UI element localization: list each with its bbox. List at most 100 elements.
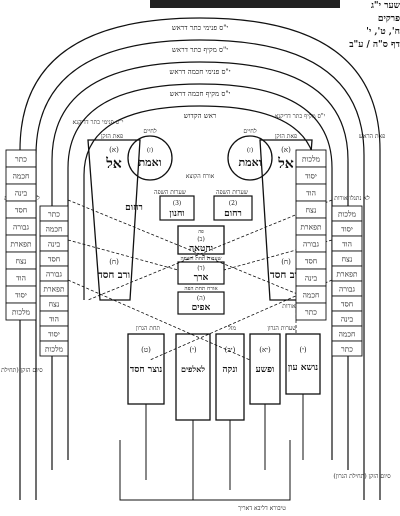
lower-box-2-num: (י)	[189, 346, 197, 354]
lower-box-3-name: ונקה	[222, 365, 237, 375]
lower-box-5-num: (י)	[299, 346, 307, 354]
left-inner-label-1: חכמה	[46, 225, 63, 234]
arch-label-keter-panim: י"ס פנימי כתר דראש	[172, 24, 229, 32]
header-block: שער י"ג פרקים ח', ט', י' דף ס"ה / ע"ב	[340, 0, 400, 52]
left-cheek-num2: (ח)	[109, 258, 119, 266]
left-top-label: י"ס פנימי כתר דדיקנא	[73, 119, 124, 126]
se-right-label: שערות השפה	[216, 189, 249, 196]
b2-num: (2)	[229, 200, 238, 207]
b4-name: וחטאה	[189, 244, 213, 254]
left-cheek-header: פאת הזקן	[101, 133, 123, 140]
right-inner-label-0: מלכות	[302, 155, 321, 164]
left-inner-label-0: כתר	[48, 210, 60, 219]
right-cheek-name2: ורב חסד	[270, 270, 302, 281]
right-outer-label-6: חסד	[341, 300, 353, 309]
orech2-label: אורח תחת הפה	[184, 286, 218, 292]
arch-4	[67, 83, 333, 460]
right-inner-label-4: תפארת	[300, 223, 322, 232]
b6-box	[177, 291, 225, 315]
right-cheek-name: אל	[277, 156, 294, 172]
right-inner-label-6: חסד	[305, 257, 317, 266]
left-cheek-num: (א)	[109, 146, 119, 154]
arch-label-keter-makif: י"ס מקיף כתר דראש	[172, 46, 228, 54]
b6-name: אפים	[192, 303, 211, 313]
left-rachum: רחום	[125, 203, 143, 213]
left-outer-label-3: חסד	[15, 206, 27, 215]
lower-box-4-num: (יא)	[259, 346, 271, 354]
peat-harosh-label: פאת הראש	[359, 133, 386, 140]
lower-box-1-num: (ט)	[141, 346, 151, 354]
right-cheek-num: (א)	[281, 146, 291, 154]
top-banner	[150, 0, 340, 8]
lower-box-2-name: לאלפים	[181, 364, 205, 374]
peh-label: פה	[198, 229, 204, 235]
left-outer-label-6: נצח	[16, 257, 27, 266]
right-inner-label-7: בינה	[305, 274, 318, 283]
lower-box-4-name: ופשע	[256, 365, 275, 375]
left-inner-cell-9	[39, 340, 69, 357]
left-circle-num: (ז)	[147, 147, 153, 154]
garon-label: תחת הגרון	[136, 325, 161, 332]
arch-label-chochma-makif: י"ס מקיף חכמה דראש	[170, 90, 231, 98]
b5-name: ארך	[194, 273, 209, 283]
header-line-4: דף ס"ה / ע"ב	[349, 40, 400, 50]
orech-label: אורח הקוצא	[186, 173, 215, 180]
arch-outer	[19, 17, 381, 500]
left-inner-label-6: נצח	[49, 300, 60, 309]
left-inner-label-2: בינה	[48, 240, 61, 249]
left-outer-label-8: יסוד	[15, 291, 27, 300]
right-top-label: י"ס מקיף כתר דדיקנא	[275, 113, 326, 120]
b2-name: רחום	[224, 209, 242, 219]
se-left-label: שערות השפה	[154, 189, 187, 196]
right-cheek-num2: (ח)	[281, 258, 291, 266]
right-circle-top: לחיים	[243, 128, 256, 135]
right-cheek-header: פאת הזקן	[275, 133, 297, 140]
lower-box-3-num: (יב)	[225, 346, 236, 354]
left-circle-name: ואמת	[138, 156, 161, 169]
right-inner-label-9: כתר	[305, 308, 317, 317]
right-outer-label-1: יסוד	[341, 225, 353, 234]
lo-nitgalu-right: לא נתגלו אורות	[334, 195, 370, 202]
right-circle	[227, 135, 273, 181]
arch-label-chochma-panim: י"ס פנימי חכמה דראש	[169, 68, 230, 76]
left-outer-label-1: חכמה	[13, 172, 30, 181]
b5-box	[177, 261, 225, 285]
left-outer-cell-9	[5, 302, 37, 321]
sium-label-left: סיום הזקן (תחילת הגרון)	[0, 367, 43, 374]
right-circle-name: ואמת	[238, 156, 261, 169]
under-lip-label: שערות תחת השפה	[180, 256, 221, 262]
b3-num: (3)	[173, 200, 182, 207]
b2-box	[213, 195, 253, 221]
right-outer-label-2: הוד	[342, 240, 352, 249]
arch-2	[35, 39, 365, 500]
left-inner-label-7: הוד	[49, 315, 59, 324]
right-inner-label-5: גבורה	[303, 240, 320, 249]
right-outer-label-8: חכמה	[339, 330, 356, 339]
left-inner-label-9: מלכות	[45, 345, 64, 354]
right-outer-label-3: נצח	[342, 255, 353, 264]
right-outer-label-9: כתר	[341, 345, 353, 354]
left-cheek-shape	[87, 139, 141, 301]
right-inner-label-8: חכמה	[303, 291, 320, 300]
sium-label: סיום הזקן (תחילת הגרון)	[333, 473, 391, 480]
b6-num: (ה)	[197, 295, 205, 302]
arch-label-rosh: ראש הקדוש	[184, 112, 217, 120]
left-outer-label-9: מלכות	[12, 308, 31, 317]
arch-3	[51, 61, 349, 470]
left-outer-label-7: הוד	[16, 274, 26, 283]
b5-num: (ד)	[197, 265, 205, 272]
right-circle-num: (ז)	[247, 147, 253, 154]
left-cheek-name: אל	[105, 156, 122, 172]
left-inner-label-3: חסד	[48, 255, 60, 264]
bottom-note: טיבורא דליבא דאריך	[238, 505, 286, 512]
right-outer-cell-9	[331, 340, 363, 357]
header-line-3: ח', ט', י'	[366, 27, 400, 37]
left-outer-label-4: גבורה	[13, 223, 30, 232]
left-circle-top: לחיים	[143, 128, 156, 135]
